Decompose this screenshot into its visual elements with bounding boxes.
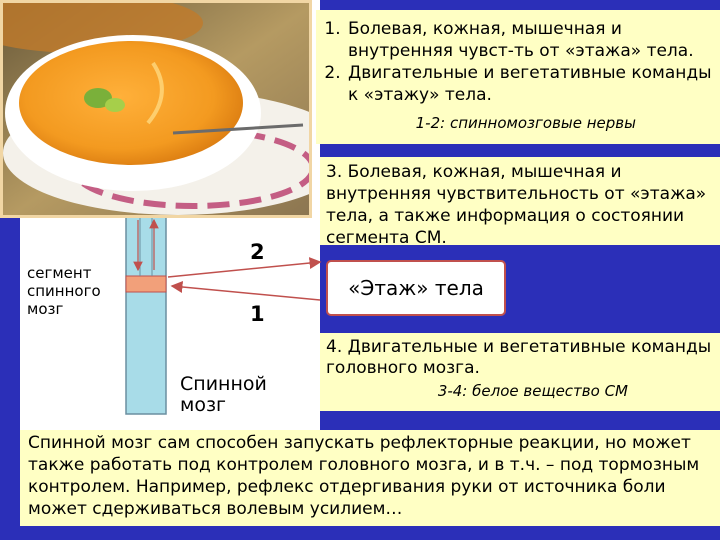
item-2: Двигательные и вегетативные команды к «э… — [346, 62, 720, 106]
arrow-1 — [170, 281, 321, 301]
summary-text: Спинной мозг сам способен запускать рефл… — [28, 433, 700, 519]
soup-bowl-photo — [0, 0, 312, 218]
label-1: 1 — [250, 302, 265, 326]
note-white-matter: 3-4: белое вещество СМ — [437, 382, 628, 400]
segment-label: сегмент спинного мозг — [27, 264, 101, 318]
body-floor-label: «Этаж» тела — [348, 276, 484, 300]
spinal-cord-tube — [125, 213, 167, 415]
note-spinal-nerves: 1-2: спинномозговые нервы — [415, 114, 636, 132]
label-2: 2 — [250, 240, 265, 264]
box-nerves: Болевая, кожная, мышечная и внутренняя ч… — [316, 10, 720, 144]
spinal-cord-label: Спинной мозг — [180, 373, 267, 416]
item-4: 4. Двигательные и вегетативные команды г… — [326, 337, 712, 378]
item-3: 3. Болевая, кожная, мышечная и внутрення… — [326, 162, 707, 248]
body-floor-box: «Этаж» тела — [326, 260, 506, 316]
item-1: Болевая, кожная, мышечная и внутренняя ч… — [346, 18, 720, 62]
summary-box: Спинной мозг сам способен запускать рефл… — [20, 430, 720, 526]
box-ascending: 3. Болевая, кожная, мышечная и внутрення… — [320, 157, 720, 248]
box-descending: 4. Двигательные и вегетативные команды г… — [320, 333, 720, 411]
arrow-2 — [167, 257, 322, 278]
spinal-segment — [125, 275, 167, 293]
